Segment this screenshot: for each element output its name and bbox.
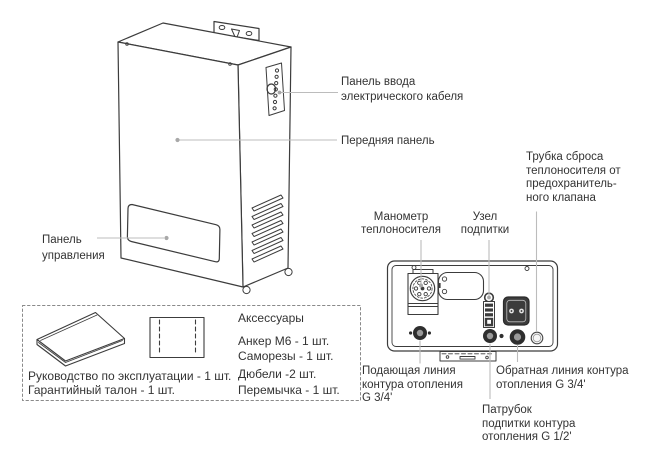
label-supply-line: Подающая линия контура отопления G 3/4' xyxy=(362,365,463,404)
leader-lines xyxy=(97,90,538,399)
accessory-item-dowels: Дюбели -2 шт. xyxy=(238,367,317,381)
supply-fitting xyxy=(409,326,431,340)
relief-valve-outlet xyxy=(530,331,544,345)
label-return-line: Обратная линия контура отопления G 3/4' xyxy=(496,365,629,391)
accessory-item-screws: Саморезы - 1 шт. xyxy=(238,349,334,363)
unit-foot xyxy=(242,285,251,295)
accessory-warranty: Гарантийный талон - 1 шт. xyxy=(28,383,175,397)
mounting-bracket xyxy=(213,20,260,42)
power-connector xyxy=(502,296,530,326)
label-makeup-pipe: Патрубок подпитки контура отопления G 1/… xyxy=(482,404,576,443)
service-cutout xyxy=(437,271,485,301)
pressure-gauge xyxy=(407,269,439,316)
label-cable-entry-panel: Панель ввода электрического кабеля xyxy=(341,76,464,103)
label-relief-tube: Трубка сброса теплоносителя от предохран… xyxy=(526,151,621,204)
control-panel-cutout xyxy=(126,203,221,263)
manual-book xyxy=(36,311,126,367)
accessory-item-anchor: Анкер М6 - 1 шт. xyxy=(238,334,330,348)
label-pressure-gauge: Манометр теплоносителя xyxy=(360,211,441,236)
jumper-plate xyxy=(149,316,205,359)
label-control-panel: Панель управления xyxy=(42,234,105,262)
small-plug xyxy=(499,333,504,339)
ventilation-louvers xyxy=(251,194,284,263)
cable-entry-plate xyxy=(265,62,285,116)
accessory-item-jumper: Перемычка - 1 шт. xyxy=(238,383,340,397)
accessories-title: Аксессуары xyxy=(238,311,304,325)
bottom-view-drawing xyxy=(386,260,559,362)
boiler-unit-drawing xyxy=(117,20,293,295)
accessory-manual: Руководство по эксплуатации - 1 шт. xyxy=(28,369,232,383)
accessories-box-border xyxy=(22,305,361,401)
accessories-drawings xyxy=(22,305,361,401)
makeup-fitting xyxy=(483,329,497,343)
unit-foot xyxy=(284,267,293,277)
lower-bracket xyxy=(439,351,497,362)
label-makeup-unit: Узел подпитки xyxy=(460,211,510,236)
return-fitting xyxy=(509,329,526,345)
label-front-panel: Передняя панель xyxy=(341,135,435,147)
